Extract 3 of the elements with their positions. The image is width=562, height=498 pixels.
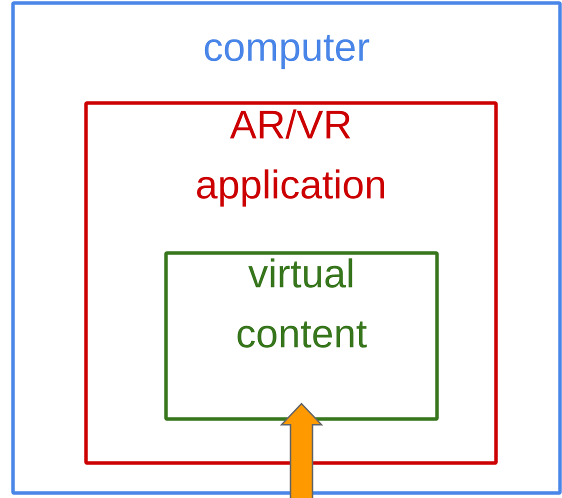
box-label: AR/VR application: [197, 109, 384, 207]
box-label: virtual content: [238, 258, 367, 348]
box-label: computer: [204, 34, 370, 70]
